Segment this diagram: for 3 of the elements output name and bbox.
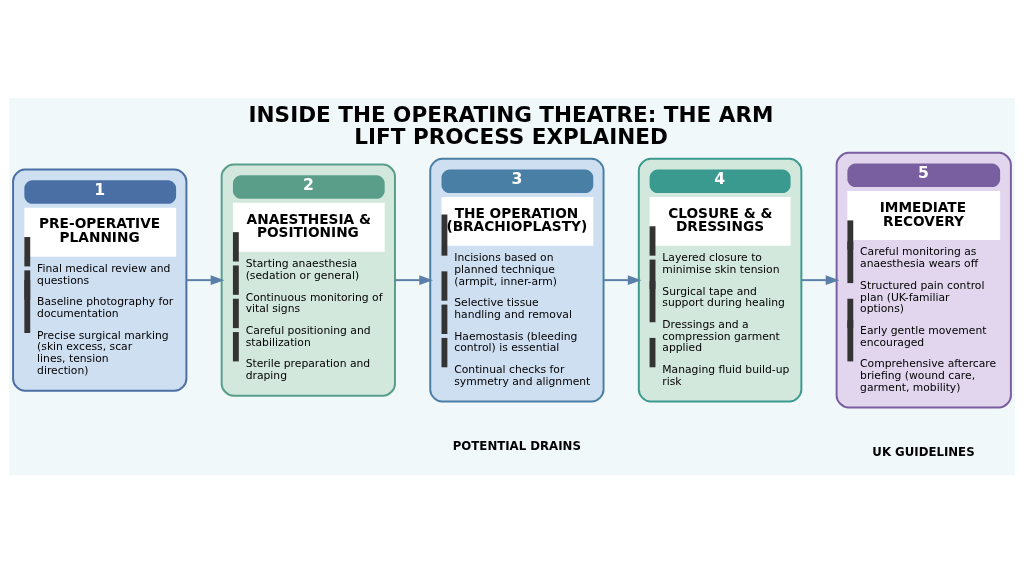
label: UK GUIDELINES	[872, 444, 975, 459]
label: POTENTIAL DRAINS	[452, 438, 581, 453]
diagram-title: INSIDE THE OPERATING THEATRE: THE ARM LIFT PROCESS EXPLAINED	[248, 101, 774, 149]
